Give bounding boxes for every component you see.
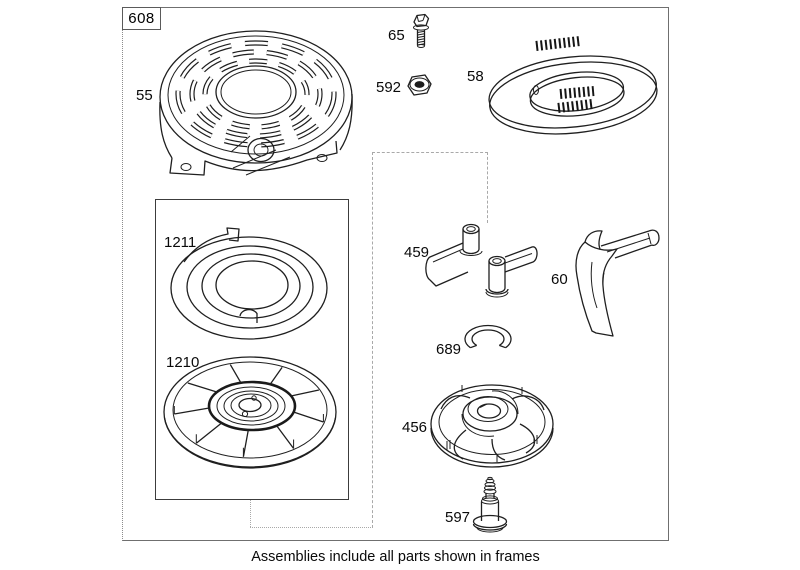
subassembly-frame-dashed-left <box>372 152 373 528</box>
part-label-55: 55 <box>136 87 153 104</box>
part-label-456: 456 <box>402 419 428 436</box>
part-label-459: 459 <box>404 244 430 261</box>
part-55-blower-housing-drawing <box>159 30 353 176</box>
part-label-58: 58 <box>467 68 484 85</box>
subassembly-frame-dashed-top <box>372 152 488 153</box>
part-label-60: 60 <box>551 271 568 288</box>
assembly-frame-label-box: 608 <box>122 7 161 30</box>
part-1210-pulley-drawing <box>163 356 337 469</box>
part-597-shoulder-screw-drawing <box>472 476 508 533</box>
part-58-rope-drawing <box>488 36 658 135</box>
part-592-nut-drawing <box>407 74 432 96</box>
part-label-597: 597 <box>445 509 471 526</box>
part-label-689: 689 <box>436 341 462 358</box>
part-label-1211: 1211 <box>164 234 197 251</box>
part-60-handle-drawing <box>575 229 660 337</box>
frame-connector-horizontal <box>250 527 373 528</box>
part-label-1210: 1210 <box>166 354 200 371</box>
assembly-frame-label: 608 <box>128 10 155 27</box>
part-689-retainer-ring-drawing <box>464 324 512 349</box>
part-label-592: 592 <box>376 79 402 96</box>
subassembly-frame-solid <box>155 199 349 500</box>
assembly-frame-608 <box>122 7 669 541</box>
part-1211-recoil-spring-drawing <box>170 227 328 340</box>
part-456-friction-plate-drawing <box>430 384 554 468</box>
part-65-screw-drawing <box>413 13 430 48</box>
frame-connector-vertical <box>250 500 251 527</box>
diagram-caption: Assemblies include all parts shown in fr… <box>251 549 540 565</box>
subassembly-frame-dashed-right <box>487 152 488 223</box>
part-label-65: 65 <box>388 27 405 44</box>
part-459-pawls-drawing <box>425 223 538 298</box>
